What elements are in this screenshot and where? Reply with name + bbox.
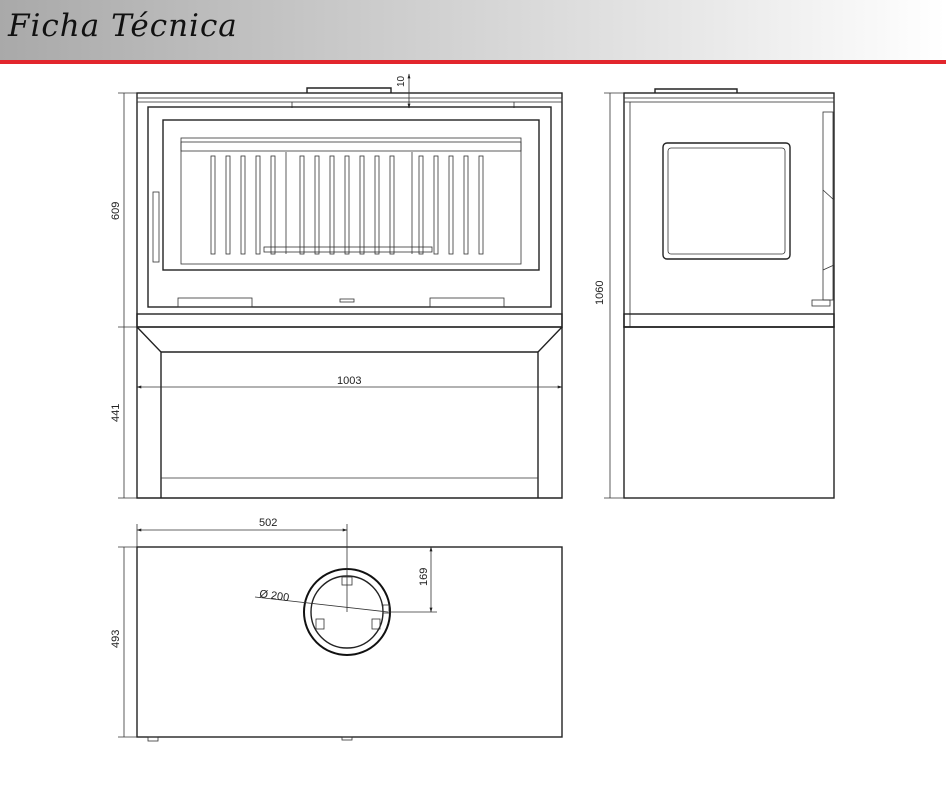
firebox-grate xyxy=(210,152,484,255)
top-dimension-lines xyxy=(118,524,437,738)
header-bar: Ficha Técnica xyxy=(0,0,946,62)
dim-flue-position-y: 169 xyxy=(418,568,430,586)
dim-base-height: 441 xyxy=(110,404,122,422)
dim-flue-offset: 10 xyxy=(396,75,407,87)
header-accent-rule xyxy=(0,60,946,64)
front-view xyxy=(136,87,563,499)
top-view xyxy=(136,546,563,742)
dim-total-height: 1060 xyxy=(594,281,606,305)
page-title: Ficha Técnica xyxy=(8,8,238,44)
dim-flue-diameter: Ø 200 xyxy=(259,588,290,604)
dim-depth: 493 xyxy=(110,630,122,648)
front-dimension-lines xyxy=(118,73,563,499)
dim-width: 1003 xyxy=(337,375,361,387)
front-vents xyxy=(177,297,505,308)
side-dimension-lines xyxy=(604,92,624,499)
dim-flue-position-x: 502 xyxy=(259,517,277,529)
side-view xyxy=(623,88,835,499)
dim-firebox-height: 609 xyxy=(110,202,122,220)
